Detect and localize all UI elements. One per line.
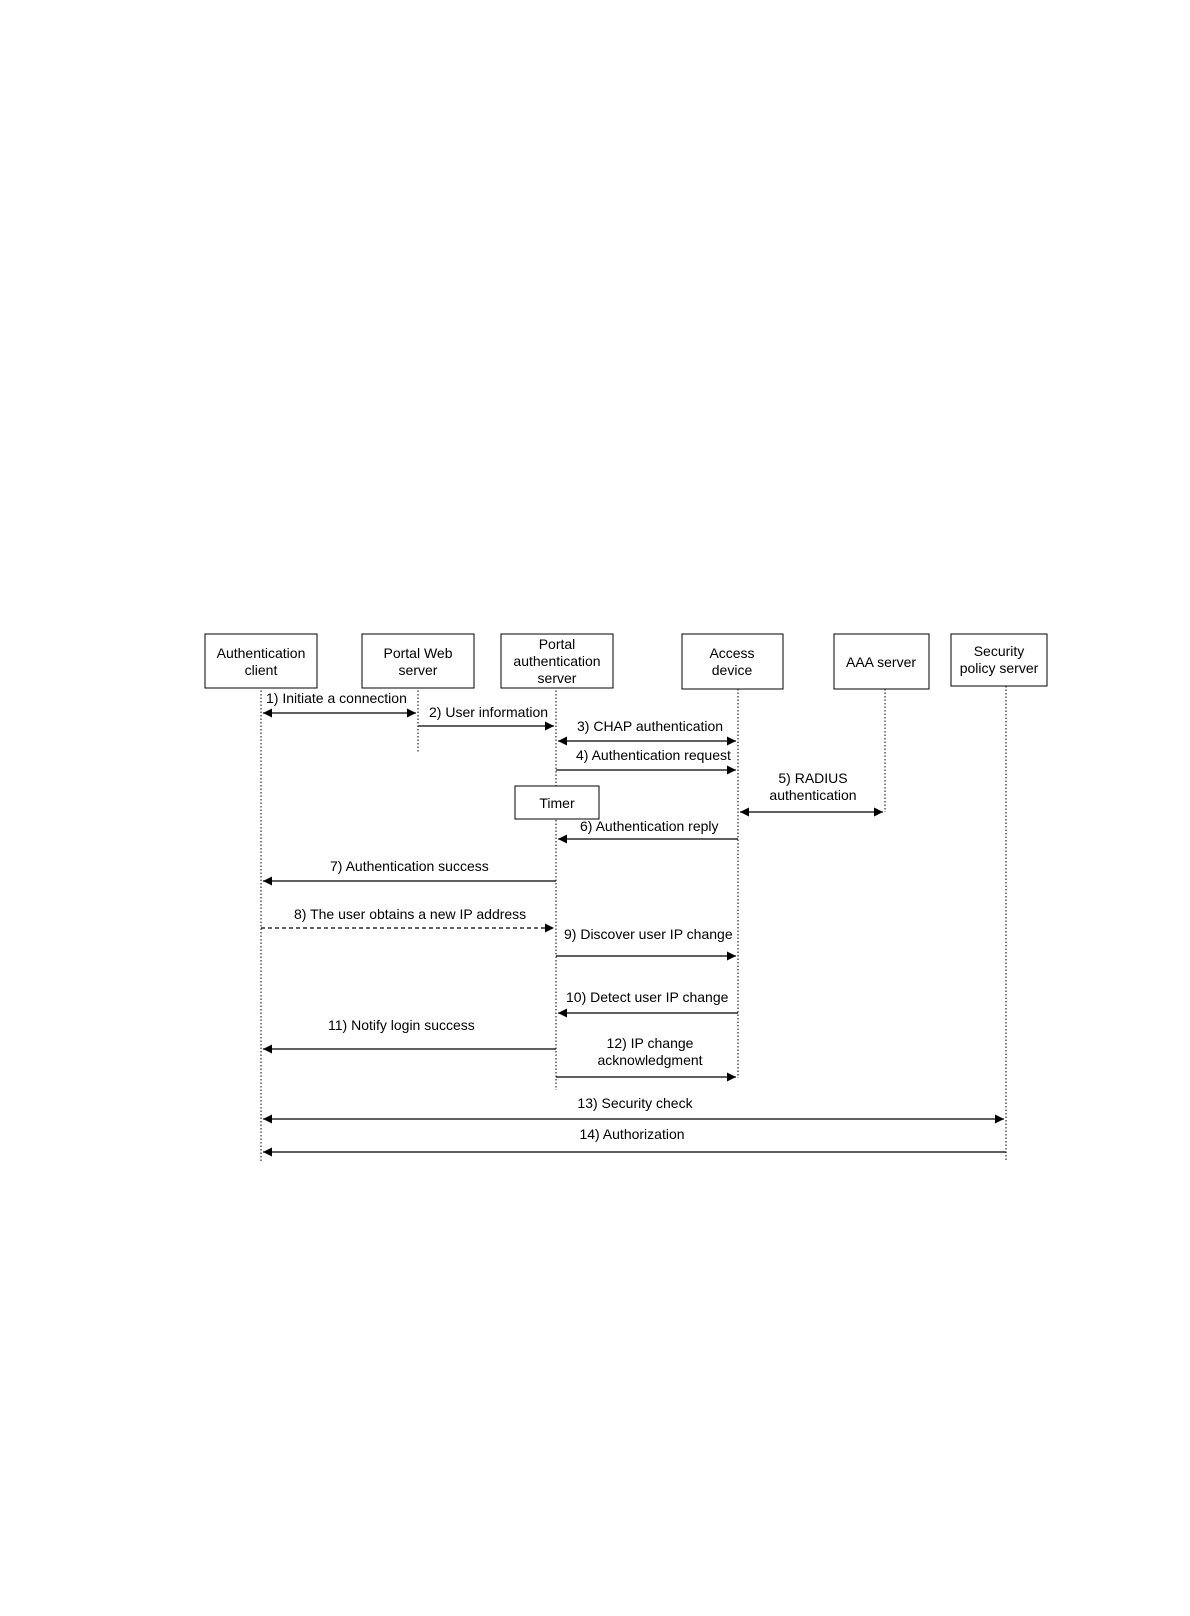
message-5-radius-authentication: 5) RADIUS authentication xyxy=(740,770,883,817)
participant-label-line: Security xyxy=(974,643,1025,659)
message-6-authentication-reply: 6) Authentication reply xyxy=(558,818,738,844)
message-label: 8) The user obtains a new IP address xyxy=(294,906,526,922)
participant-label-line: Portal Web xyxy=(384,645,453,661)
message-label: authentication xyxy=(769,787,856,803)
message-label: 4) Authentication request xyxy=(576,747,731,763)
message-7-authentication-success: 7) Authentication success xyxy=(263,858,556,886)
message-label: 5) RADIUS xyxy=(778,770,847,786)
participant-portal-web-server: Portal Web server xyxy=(361,633,475,689)
message-label: 13) Security check xyxy=(577,1095,693,1111)
message-14-authorization: 14) Authorization xyxy=(263,1126,1006,1157)
participant-label-line: server xyxy=(538,670,577,686)
participant-portal-authentication-server: Portal authentication server xyxy=(500,633,614,689)
message-8-new-ip-address: 8) The user obtains a new IP address xyxy=(261,906,554,933)
message-label: acknowledgment xyxy=(597,1052,702,1068)
message-label: 7) Authentication success xyxy=(330,858,489,874)
participant-label-line: Access xyxy=(709,645,754,661)
timer-label: Timer xyxy=(539,795,575,811)
message-11-notify-login-success: 11) Notify login success xyxy=(263,1017,556,1054)
message-9-discover-ip-change: 9) Discover user IP change xyxy=(556,926,736,961)
participant-security-policy-server: Security policy server xyxy=(950,633,1048,687)
message-1-initiate-connection: 1) Initiate a connection xyxy=(263,690,416,718)
participant-label-line: AAA server xyxy=(846,654,916,670)
message-3-chap-authentication: 3) CHAP authentication xyxy=(558,718,736,746)
message-12-ip-change-ack: 12) IP change acknowledgment xyxy=(556,1035,736,1082)
message-label: 3) CHAP authentication xyxy=(577,718,723,734)
participant-access-device: Access device xyxy=(681,633,784,690)
participant-label-line: Portal xyxy=(539,636,576,652)
participant-label-line: policy server xyxy=(960,660,1039,676)
message-label: 12) IP change xyxy=(607,1035,694,1051)
message-4-authentication-request: 4) Authentication request xyxy=(556,747,736,775)
participant-label-line: client xyxy=(245,662,278,678)
participant-label-line: authentication xyxy=(513,653,600,669)
participant-label-line: Authentication xyxy=(217,645,306,661)
message-label: 1) Initiate a connection xyxy=(266,690,407,706)
message-2-user-information: 2) User information xyxy=(418,704,554,731)
participant-aaa-server: AAA server xyxy=(833,633,930,690)
message-label: 6) Authentication reply xyxy=(580,818,719,834)
participant-label-line: device xyxy=(712,662,753,678)
message-10-detect-ip-change: 10) Detect user IP change xyxy=(558,989,738,1018)
message-13-security-check: 13) Security check xyxy=(263,1095,1004,1124)
message-label: 10) Detect user IP change xyxy=(566,989,729,1005)
message-label: 2) User information xyxy=(429,704,548,720)
participant-label-line: server xyxy=(399,662,438,678)
message-label: 14) Authorization xyxy=(579,1126,684,1142)
message-label: 11) Notify login success xyxy=(328,1017,475,1033)
participant-authentication-client: Authentication client xyxy=(204,633,318,689)
timer-box: Timer xyxy=(514,785,600,820)
message-label: 9) Discover user IP change xyxy=(564,926,733,942)
